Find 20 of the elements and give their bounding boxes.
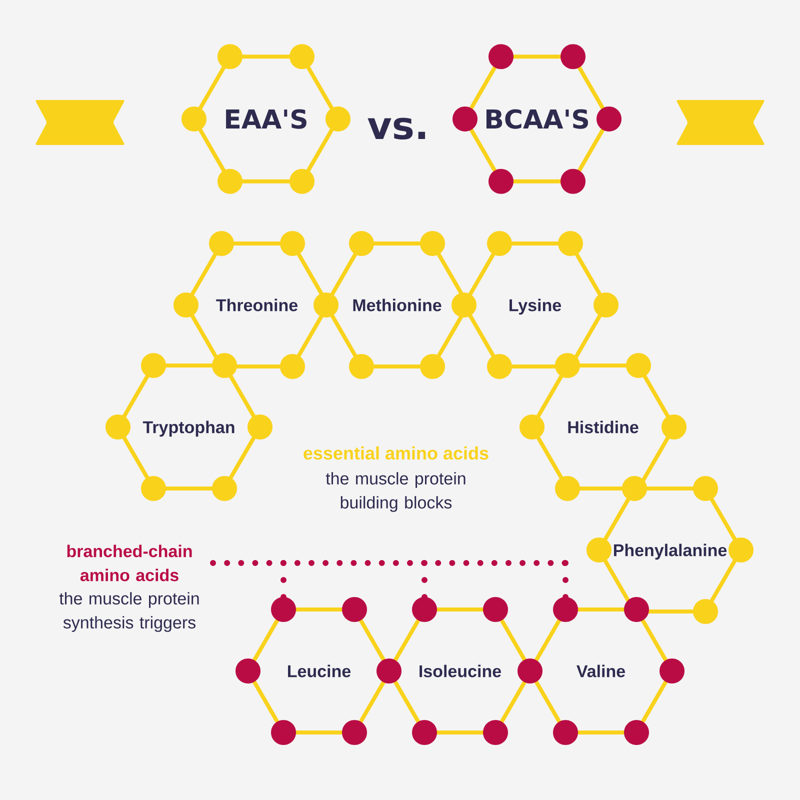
hexagon: Phenylalanine [586,476,754,624]
group-description: the muscle protein synthesis triggers [59,592,199,632]
connector-line [422,560,428,600]
hexagon: Leucine [236,597,392,745]
hexagon: EAA'S [182,44,350,194]
hexagon: Methionine [314,231,470,379]
ribbon-banner [36,100,124,145]
versus-text: vs. [368,118,426,140]
ribbon-banner [676,100,764,145]
hexagon: BCAA'S [452,44,622,194]
hexagon: Valine [518,597,684,745]
connector-line [562,560,568,600]
hexagon: Isoleucine [376,597,533,745]
hexagon: Histidine [520,353,686,501]
group-heading: branched-chain amino acids [67,544,192,582]
connector-line [280,560,286,600]
group-heading: essential amino acids [304,446,488,460]
hexagon: Lysine [452,231,618,379]
hexagon: Tryptophan [106,353,272,501]
group-description: the muscle protein building blocks [326,472,466,512]
